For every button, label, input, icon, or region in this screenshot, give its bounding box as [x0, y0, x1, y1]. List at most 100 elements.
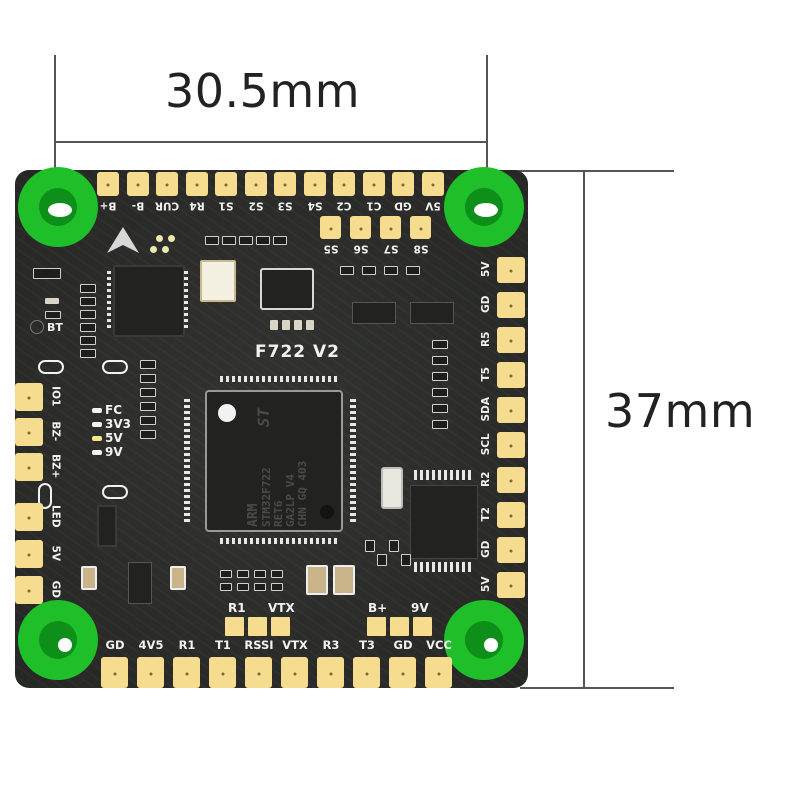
board-model-label: F722 V2: [255, 342, 341, 362]
mounting-grommet-top-left: [18, 167, 98, 247]
mcu-line-1: ARM: [246, 503, 261, 527]
mcu-bottom-dot: [320, 505, 334, 519]
pad-bottom-1: [137, 657, 164, 688]
pad-top-inner-0: [320, 216, 341, 239]
bt-button: [30, 320, 44, 334]
solder-oval-3: [38, 483, 52, 509]
pad-right-3: [497, 362, 525, 388]
bottom-left-cap-2: [170, 566, 186, 590]
wireless-module-chip: [113, 265, 185, 337]
silk-left-3: LED: [49, 504, 62, 528]
mcu-line-5: CHN GQ 403: [296, 460, 309, 527]
pad-right-6: [497, 467, 525, 493]
silk-top-inner-2: S7: [383, 242, 399, 255]
silk-bottom-inner-bplus: B+: [368, 601, 388, 615]
bottom-left-cap-1: [81, 566, 97, 590]
silk-bottom-5: VTX: [282, 638, 308, 652]
smd-right-2: [432, 372, 448, 381]
pad-top-11: [421, 172, 444, 196]
silk-top-8: C2: [336, 199, 352, 212]
silk-bottom-2: R1: [178, 638, 196, 652]
pad-bottom-inner-r1-1: [225, 617, 244, 636]
smd-mid-3: [140, 402, 156, 411]
silk-left-5: GD: [49, 580, 62, 598]
width-dim-line: [55, 141, 487, 143]
left-resistor-2: [45, 311, 61, 319]
silk-top-inner-1: S6: [353, 242, 369, 255]
mcu-brand: ST: [254, 407, 273, 427]
silk-right-6: R2: [479, 471, 492, 487]
smd-top3-1: [282, 320, 290, 330]
pad-top-4: [215, 172, 237, 196]
small-ic-1: [352, 302, 396, 324]
width-dimension-label: 30.5mm: [165, 64, 361, 118]
silk-led-3v3: 3V3: [105, 417, 131, 431]
silk-left-1: BZ-: [49, 421, 62, 442]
silk-bottom-7: T3: [359, 638, 375, 652]
mounting-grommet-bottom-left: [18, 600, 98, 680]
silk-left-2: BZ+: [49, 454, 62, 479]
pad-top-7: [303, 172, 326, 196]
silk-right-8: GD: [479, 540, 492, 558]
silk-top-2: CUR: [154, 199, 180, 212]
top-left-resistor: [33, 268, 61, 279]
width-dim-ext-left: [54, 55, 56, 170]
smd-top3-2: [294, 320, 302, 330]
silk-top-inner-3: S8: [413, 242, 429, 255]
height-dim-ext-top: [488, 170, 674, 172]
solder-oval-1: [38, 360, 64, 374]
pad-right-4: [497, 397, 525, 423]
flash-pins-top: [414, 470, 474, 480]
smd-left-1: [80, 297, 96, 306]
silk-top-1: B-: [131, 199, 144, 212]
pad-top-8: [333, 172, 355, 196]
pad-bottom-8: [389, 657, 416, 688]
silk-top-9: C1: [366, 199, 382, 212]
pad-bottom-inner-9v: [413, 617, 432, 636]
smd-left-5: [80, 349, 96, 358]
pad-bottom-inner-bplus: [367, 617, 386, 636]
silk-bottom-inner-vtx: VTX: [268, 601, 295, 615]
pad-top-inner-1: [350, 216, 371, 239]
smd-left-2: [80, 310, 96, 319]
silk-led-5v: 5V: [105, 431, 123, 445]
silk-right-2: R5: [479, 331, 492, 347]
silk-bottom-inner-r1: R1: [228, 601, 246, 615]
silk-bottom-0: GD: [105, 638, 125, 652]
smd-right-4: [432, 404, 448, 413]
gyro-chip: [260, 268, 314, 310]
flight-controller-board: [15, 170, 528, 688]
pad-bottom-6: [317, 657, 344, 688]
led-3v3: [92, 422, 102, 427]
smd-bottom-0: [220, 570, 232, 578]
silk-bottom-6: R3: [322, 638, 340, 652]
led-fc: [92, 408, 102, 413]
height-dim-ext-bottom: [520, 687, 674, 689]
crystal-component: [200, 260, 236, 302]
esp-pins-left: [107, 270, 111, 328]
smd-top2-2: [384, 266, 398, 275]
regulator-chip: [97, 505, 117, 547]
silk-bottom-3: T1: [215, 638, 231, 652]
left-led-1: [45, 298, 59, 304]
smd-right-5: [432, 420, 448, 429]
smd-top2-0: [340, 266, 354, 275]
smd-bottom3-2: [389, 540, 399, 552]
smd-mid-0: [140, 360, 156, 369]
silk-bottom-inner-9v: 9V: [411, 601, 429, 615]
silk-top-inner-0: S5: [323, 242, 339, 255]
pad-right-7: [497, 502, 525, 528]
silk-right-3: T5: [479, 367, 492, 382]
pad-top-1: [126, 172, 149, 196]
smd-top2-3: [406, 266, 420, 275]
pad-right-5: [497, 432, 525, 458]
bottom-left-ic: [128, 562, 152, 604]
silk-right-4: SDA: [479, 397, 492, 422]
pad-bottom-7: [353, 657, 380, 688]
small-ic-2: [410, 302, 454, 324]
silk-led-fc: FC: [105, 403, 123, 417]
silk-top-11: 5V: [424, 199, 441, 212]
pad-right-9: [497, 572, 525, 598]
pad-top-5: [244, 172, 267, 196]
silk-right-0: 5V: [479, 261, 492, 277]
